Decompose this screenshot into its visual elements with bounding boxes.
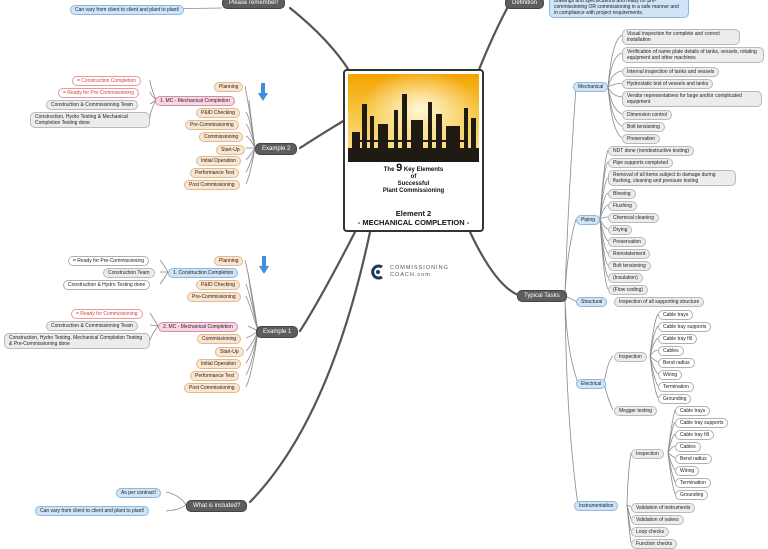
- instr-item-6[interactable]: Wiring: [675, 466, 700, 476]
- instr-item-1[interactable]: Cable trays: [675, 406, 711, 416]
- ex1-note-ready-comm[interactable]: = Ready for Commissioning: [71, 309, 143, 319]
- down-arrow-icon: [258, 83, 268, 101]
- can-vary-note-top[interactable]: Can vary from client to client and plant…: [70, 5, 185, 15]
- refinery-photo: [348, 74, 479, 162]
- instr-loop-checks[interactable]: Loop checks: [631, 527, 670, 537]
- megger-testing-node[interactable]: Megger testing: [614, 406, 658, 416]
- piping-item-3[interactable]: Removal of all items subject to damage d…: [608, 170, 736, 186]
- center-card: The 9 Key Elements of Successful Plant C…: [343, 69, 484, 232]
- elec-item-7[interactable]: Termination: [658, 382, 694, 392]
- piping-item-2[interactable]: Pipe supports completed: [608, 158, 674, 168]
- typical-tasks-node[interactable]: Typical Tasks: [517, 290, 567, 302]
- ex1-note-done-full[interactable]: Construction, Hydro Testing, Mechanical …: [4, 333, 150, 349]
- ex1-step-initial[interactable]: Initial Operation: [196, 359, 242, 369]
- ex1-note-done[interactable]: Construction & Hydro Testing done: [63, 280, 151, 290]
- instr-item-4[interactable]: Cables: [675, 442, 701, 452]
- elec-item-3[interactable]: Cable tray fill: [658, 334, 697, 344]
- structural-item[interactable]: Inspection of all supporting structure: [614, 297, 705, 307]
- as-per-contract-note[interactable]: As per contract!: [116, 488, 162, 498]
- structural-node[interactable]: Structural: [576, 297, 608, 307]
- ex2-note-team[interactable]: Construction & Commissioning Team: [46, 100, 138, 110]
- mech-item-4[interactable]: Hydrostatic test of vessels and tanks: [622, 79, 714, 89]
- example-2-node[interactable]: Example 2: [255, 143, 298, 155]
- ex1-step-pid[interactable]: P&ID Checking: [196, 280, 240, 290]
- elec-item-1[interactable]: Cable trays: [658, 310, 694, 320]
- ex2-step-post[interactable]: Post Commissioning: [184, 180, 240, 190]
- ex2-note-construction-completion[interactable]: = Construction Completion: [72, 76, 142, 86]
- elec-item-5[interactable]: Bend radius: [658, 358, 695, 368]
- ex2-step-initial[interactable]: Initial Operation: [196, 156, 242, 166]
- can-vary-note-bottom[interactable]: Can vary from client to client and plant…: [35, 506, 150, 516]
- instr-validation-valves[interactable]: Validation of valves: [631, 515, 684, 525]
- mechanical-node[interactable]: Mechanical: [573, 82, 609, 92]
- elec-item-6[interactable]: Wiring: [658, 370, 683, 380]
- piping-item-1[interactable]: NDT done (nondestructive testing): [608, 146, 695, 156]
- ex2-note-done[interactable]: Construction, Hydro Testing & Mechanical…: [30, 112, 150, 128]
- piping-item-11[interactable]: (Insulation): [608, 273, 643, 283]
- mech-item-8[interactable]: Preservation: [622, 134, 661, 144]
- what-is-included-node[interactable]: What is included?: [186, 500, 248, 512]
- ex1-step-construction[interactable]: 1. Construction Completion: [168, 268, 239, 278]
- mech-item-7[interactable]: Bolt tensioning: [622, 122, 665, 132]
- piping-item-5[interactable]: Flushing: [608, 201, 637, 211]
- elec-item-4[interactable]: Cables: [658, 346, 684, 356]
- piping-item-10[interactable]: Bolt tensioning: [608, 261, 651, 271]
- mech-item-2[interactable]: Verification of name plate details of ta…: [622, 47, 764, 63]
- ex1-note-team[interactable]: Construction Team: [103, 268, 155, 278]
- center-title: The 9 Key Elements of Successful Plant C…: [382, 162, 445, 195]
- ex2-step-comm[interactable]: Commissioning: [199, 132, 244, 142]
- ex2-step-precomm[interactable]: Pre-Commissioning: [185, 120, 239, 130]
- instr-item-5[interactable]: Bend radius: [675, 454, 712, 464]
- instr-item-2[interactable]: Cable tray supports: [675, 418, 729, 428]
- piping-item-4[interactable]: Blowing: [608, 189, 636, 199]
- piping-item-7[interactable]: Drying: [608, 225, 633, 235]
- ex1-step-comm[interactable]: Commissioning: [197, 334, 242, 344]
- ex2-note-ready-precomm[interactable]: = Ready for Pre-Commissioning: [58, 88, 139, 98]
- ex2-step-mc[interactable]: 1. MC - Mechanical Completion: [155, 96, 235, 106]
- ex2-step-planning[interactable]: Planning: [214, 82, 244, 92]
- instr-item-3[interactable]: Cable tray fill: [675, 430, 714, 440]
- ex1-note-team-comm[interactable]: Construction & Commissioning Team: [46, 321, 138, 331]
- ex1-step-mc[interactable]: 2. MC - Mechanical Completion: [158, 322, 238, 332]
- instr-inspection-node[interactable]: Inspection: [631, 449, 664, 459]
- ex2-step-startup[interactable]: Start-Up: [216, 145, 245, 155]
- piping-item-8[interactable]: Preservation: [608, 237, 647, 247]
- instr-function-checks[interactable]: Function checks: [631, 539, 678, 549]
- instr-validation-instruments[interactable]: Validation of instruments: [631, 503, 696, 513]
- instr-item-8[interactable]: Grounding: [675, 490, 709, 500]
- mech-item-5[interactable]: Vendor representatives for large and/or …: [622, 91, 762, 107]
- electrical-node[interactable]: Electrical: [576, 379, 607, 389]
- commissioning-coach-logo-icon: [371, 264, 383, 280]
- down-arrow-icon: [259, 256, 269, 274]
- definition-node[interactable]: Definition: [505, 0, 545, 9]
- elec-item-2[interactable]: Cable tray supports: [658, 322, 712, 332]
- elec-item-8[interactable]: Grounding: [658, 394, 692, 404]
- center-element-title: Element 2 - MECHANICAL COMPLETION -: [357, 209, 470, 227]
- ex1-step-post[interactable]: Post Commissioning: [184, 383, 240, 393]
- piping-item-12[interactable]: (Flow coding): [608, 285, 649, 295]
- ex1-step-performance[interactable]: Performance Test: [190, 371, 240, 381]
- electrical-inspection-node[interactable]: Inspection: [614, 352, 647, 362]
- ex1-step-precomm[interactable]: Pre-Commissioning: [187, 292, 241, 302]
- instr-item-7[interactable]: Termination: [675, 478, 711, 488]
- piping-node[interactable]: Piping: [576, 215, 600, 225]
- piping-item-9[interactable]: Reinstatement: [608, 249, 651, 259]
- definition-text[interactable]: drawings and specifications and ready fo…: [549, 0, 689, 18]
- ex1-step-planning[interactable]: Planning: [214, 256, 244, 266]
- please-remember-node[interactable]: Please remember!: [222, 0, 286, 9]
- ex1-step-startup[interactable]: Start-Up: [215, 347, 244, 357]
- mech-item-6[interactable]: Dimension control: [622, 110, 673, 120]
- ex2-step-pid[interactable]: P&ID Checking: [196, 108, 240, 118]
- piping-item-6[interactable]: Chemical cleaning: [608, 213, 659, 223]
- ex1-note-ready-precomm[interactable]: = Ready for Pre-Commissioning: [68, 256, 149, 266]
- example-1-node[interactable]: Example 1: [256, 326, 299, 338]
- mech-item-3[interactable]: Internal inspection of tanks and vessels: [622, 67, 720, 77]
- instrumentation-node[interactable]: Instrumentation: [574, 501, 619, 511]
- ex2-step-performance[interactable]: Performance Test: [190, 168, 240, 178]
- mech-item-1[interactable]: Visual inspection for complete and corre…: [622, 29, 740, 45]
